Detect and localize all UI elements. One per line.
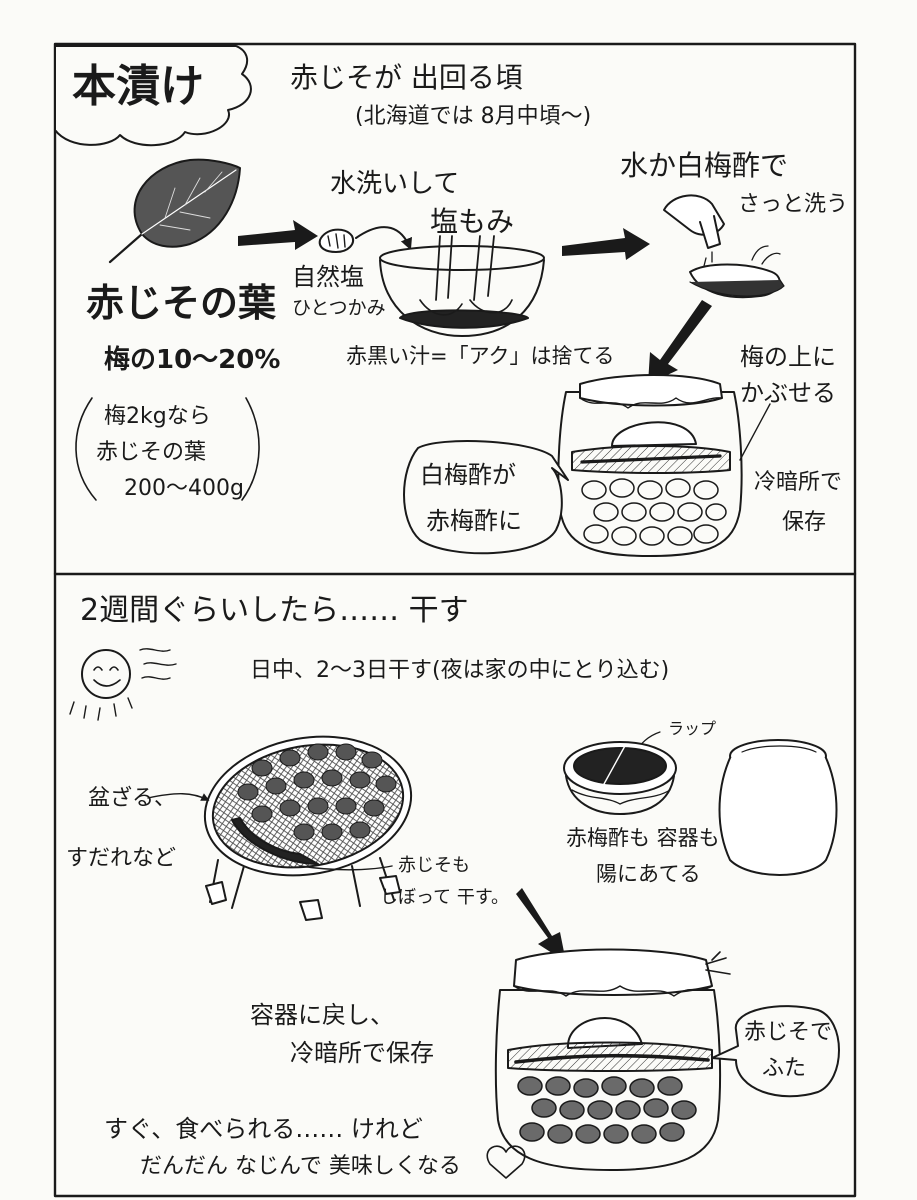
cover-label: 梅の上に bbox=[740, 344, 836, 372]
shiso-label-2: しぼって 干す。 bbox=[380, 888, 509, 909]
salt-label: 自然塩 bbox=[292, 264, 364, 292]
kneading-bowl-drawing bbox=[380, 236, 544, 336]
vinegar-bubble-line-1: 白梅酢が bbox=[420, 462, 516, 490]
pickling-jar-drawing bbox=[558, 375, 770, 556]
example-bracket-right bbox=[242, 398, 259, 500]
example-line-3: 200～400g bbox=[124, 476, 244, 501]
return-label: 容器に戻し、 bbox=[250, 1002, 394, 1030]
return-label-2: 冷暗所で保存 bbox=[290, 1040, 434, 1068]
sun-icon bbox=[70, 649, 176, 720]
shiso-label: 赤じそも bbox=[398, 856, 470, 877]
final-jar-drawing bbox=[496, 950, 730, 1171]
timing-note: (北海道では 8月中頃～) bbox=[355, 104, 591, 129]
section2-title: 2週間ぐらいしたら…… 干す bbox=[80, 594, 469, 629]
timing-text: 赤じそが 出回る頃 bbox=[290, 62, 523, 94]
example-line-2: 赤じその葉 bbox=[96, 440, 206, 465]
speech-bubble-outline bbox=[404, 441, 568, 553]
tray-label: 盆ざる、 bbox=[88, 786, 176, 811]
ending-line-2: だんだん なじんで 美味しくなる bbox=[140, 1154, 461, 1179]
lid-label-2: ふた bbox=[762, 1056, 806, 1081]
sun-label: 赤梅酢も 容器も bbox=[566, 826, 720, 850]
aku-note: 赤黒い汁=「アク」は捨てる bbox=[346, 344, 615, 368]
vinegar-bowl-drawing bbox=[564, 742, 676, 814]
section1-title: 本漬け bbox=[72, 62, 204, 113]
storage-label: 冷暗所で bbox=[754, 470, 842, 495]
shiso-leaf-drawing bbox=[110, 160, 240, 262]
rinse-label-2: さっと洗う bbox=[738, 192, 848, 217]
leaf-label: 赤じその葉 bbox=[86, 282, 276, 326]
example-line-1: 梅2kgなら bbox=[104, 404, 211, 429]
ratio-label: 梅の10～20% bbox=[104, 346, 280, 376]
vinegar-bubble-line-2: 赤梅酢に bbox=[426, 508, 522, 536]
example-bracket-left bbox=[76, 398, 96, 500]
knead-label: 塩もみ bbox=[430, 206, 514, 238]
empty-container-drawing bbox=[720, 740, 837, 875]
rinse-label: 水か白梅酢で bbox=[620, 150, 788, 182]
cover-label-2: かぶせる bbox=[740, 380, 836, 408]
wash-label: 水洗いして bbox=[330, 170, 459, 200]
salt-amount-label: ひとつかみ bbox=[292, 298, 386, 320]
dry-note: 日中、2～3日干す(夜は家の中にとり込む) bbox=[250, 658, 669, 683]
lid-label: 赤じそで bbox=[744, 1020, 832, 1045]
salt-pinch-drawing bbox=[320, 227, 410, 252]
tray-label-2: すだれなど bbox=[66, 846, 176, 871]
ending-line-1: すぐ、食べられる…… けれど bbox=[104, 1116, 423, 1144]
sun-label-2: 陽にあてる bbox=[596, 862, 701, 886]
storage-label-2: 保存 bbox=[782, 510, 826, 535]
wrap-label: ラップ bbox=[668, 720, 716, 738]
